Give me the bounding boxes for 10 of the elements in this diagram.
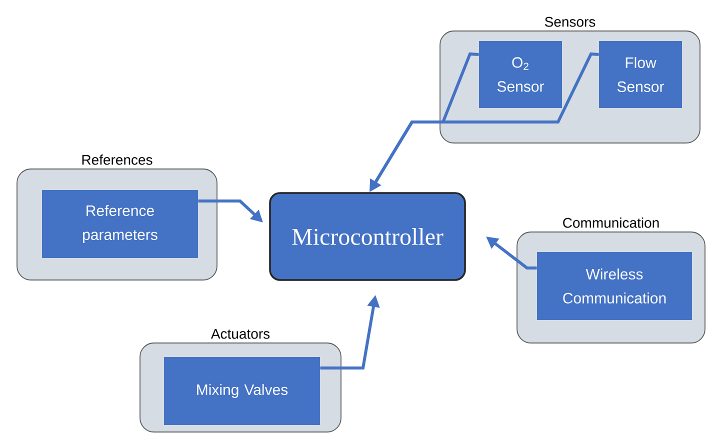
group-heading: References <box>82 154 152 165</box>
component-box: Reference parameters <box>42 190 198 258</box>
component-box: Wireless Communication <box>537 252 692 320</box>
component-box: O$_{2}$ Sensor <box>479 41 562 108</box>
component-box: Mixing Valves <box>164 357 320 425</box>
group-heading: Actuators <box>210 329 270 339</box>
group-heading: Communication <box>563 218 659 228</box>
controller-box: Microcontroller <box>269 192 466 281</box>
component-box: Flow Sensor <box>599 41 682 108</box>
group-heading: Sensors <box>544 16 596 27</box>
